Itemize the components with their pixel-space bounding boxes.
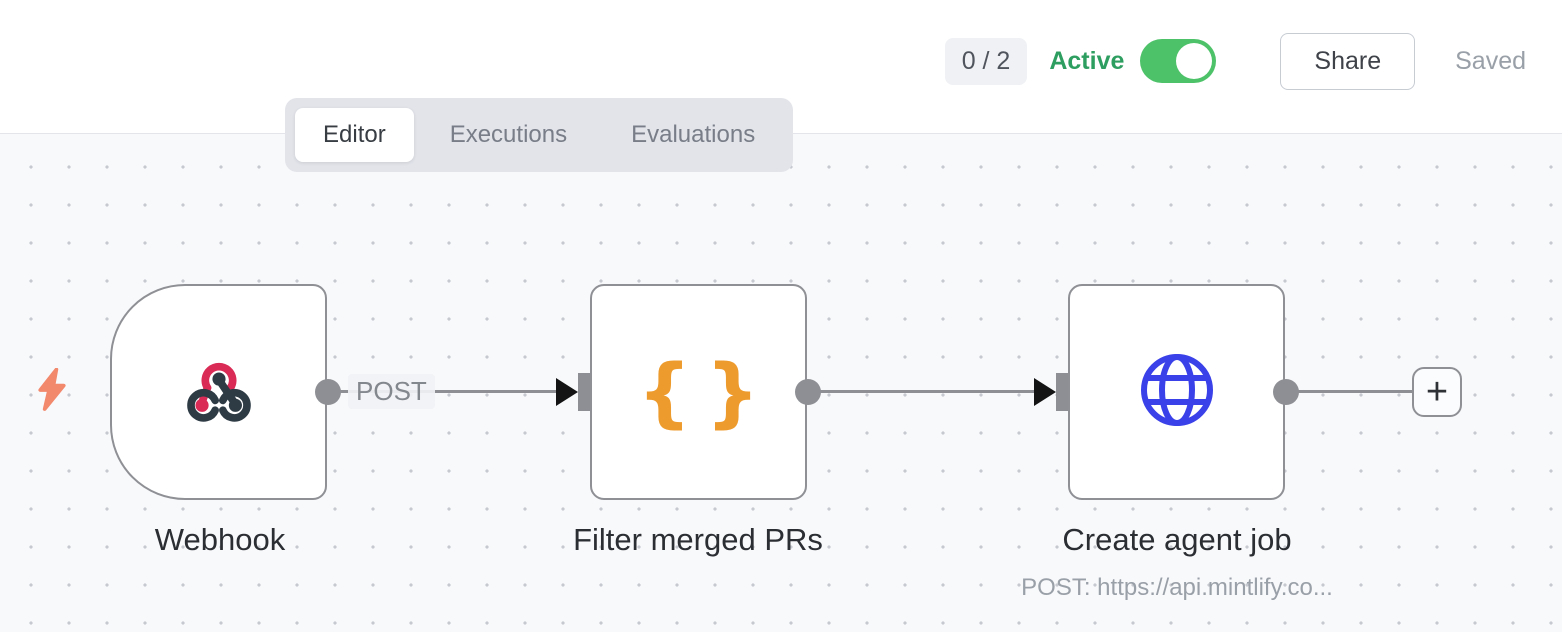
webhook-icon — [184, 355, 254, 430]
workflow-canvas[interactable]: Webhook POST {} Filter merged PRs Create… — [0, 134, 1562, 632]
connection-line-3 — [1288, 390, 1414, 393]
tab-executions[interactable]: Executions — [449, 121, 568, 148]
lightning-bolt-icon — [34, 367, 70, 417]
add-node-button[interactable]: + — [1412, 367, 1462, 417]
connection-arrow-2 — [1034, 378, 1056, 406]
curly-braces-icon: {} — [637, 347, 760, 436]
node-label-filter: Filter merged PRs — [573, 522, 823, 557]
node-label-webhook: Webhook — [154, 522, 286, 557]
tab-editor[interactable]: Editor — [295, 108, 414, 162]
toggle-knob — [1176, 43, 1213, 79]
saved-status: Saved — [1455, 46, 1526, 75]
tab-evaluations[interactable]: Evaluations — [631, 121, 756, 148]
node-label-create-agent-job: Create agent job — [1062, 522, 1292, 557]
workflow-controls: 0 / 2 Active Share Saved — [944, 30, 1526, 92]
node-filter-merged-prs[interactable]: {} — [590, 284, 807, 500]
plus-icon: + — [1425, 371, 1449, 413]
node-create-agent-job[interactable] — [1068, 284, 1285, 500]
execution-counter-badge: 0 / 2 — [944, 37, 1028, 85]
active-label: Active — [1049, 46, 1125, 75]
globe-icon — [1137, 350, 1217, 435]
share-button[interactable]: Share — [1280, 32, 1416, 90]
connection-arrow-1 — [556, 378, 578, 406]
node-webhook[interactable] — [110, 284, 327, 500]
connection-post-label: POST — [348, 374, 435, 409]
connection-line-2 — [810, 390, 1036, 393]
active-toggle[interactable] — [1140, 39, 1217, 83]
view-tabbar: Editor Executions Evaluations — [285, 98, 794, 172]
node-subtitle-create-agent-job: POST: https://api.mintlify.co... — [1021, 574, 1333, 601]
connection-line-1 — [330, 390, 558, 393]
